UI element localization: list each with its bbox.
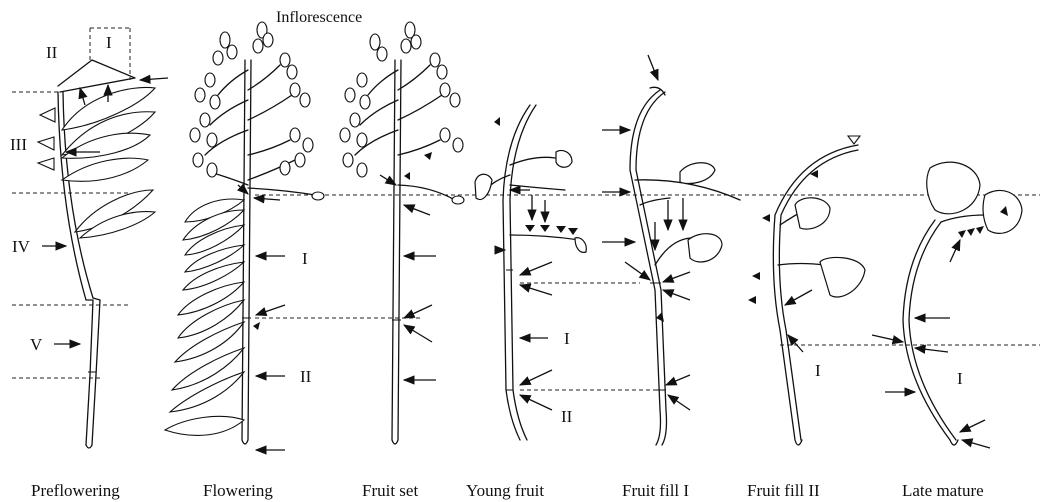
- fruit-fill-2-region-I-label: I: [815, 362, 821, 379]
- fruit-fill-1-plant: [602, 55, 740, 445]
- stage-label-fruit-fill-1: Fruit fill I: [622, 482, 689, 499]
- flowering-region-II-label: II: [300, 368, 311, 385]
- young-fruit-region-I-label: I: [564, 330, 570, 347]
- region-IV-label: IV: [12, 238, 30, 255]
- fruit-fill-2-plant: [748, 136, 1040, 445]
- flowering-region-I-label: I: [302, 250, 308, 267]
- stage-label-fruit-set: Fruit set: [362, 482, 418, 499]
- late-mature-region-I-label: I: [957, 370, 963, 387]
- stage-label-preflowering: Preflowering: [31, 482, 120, 499]
- region-V-label: V: [30, 336, 42, 353]
- young-fruit-region-II-label: II: [561, 408, 572, 425]
- stage-label-young-fruit: Young fruit: [466, 482, 544, 499]
- region-II-label: II: [46, 44, 57, 61]
- region-III-label: III: [10, 136, 27, 153]
- young-fruit-plant: [475, 105, 660, 440]
- region-I-label: I: [106, 34, 112, 51]
- flowering-plant: [165, 22, 1040, 450]
- preflowering-plant: [12, 28, 168, 448]
- stage-label-late-mature: Late mature: [902, 482, 984, 499]
- fruit-set-plant: [340, 22, 464, 444]
- stage-label-flowering: Flowering: [203, 482, 273, 499]
- inflorescence-label: Inflorescence: [276, 10, 362, 26]
- late-mature-plant: [872, 162, 1022, 448]
- stage-label-fruit-fill-2: Fruit fill II: [747, 482, 820, 499]
